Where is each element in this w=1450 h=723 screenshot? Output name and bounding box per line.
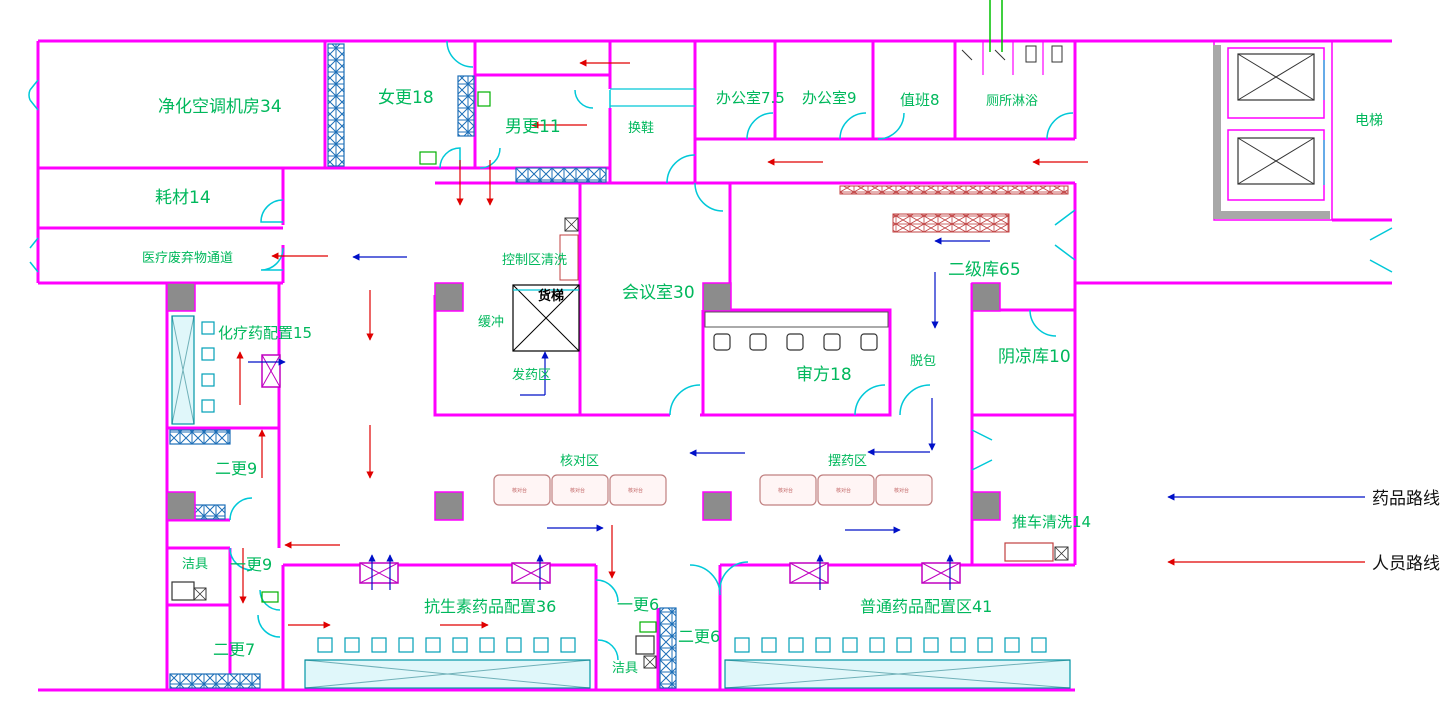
label-drug-placement-area: 摆药区: [828, 454, 867, 469]
label-toilet-shower: 厕所淋浴: [986, 94, 1038, 109]
legend: 药品路线 人员路线: [1167, 489, 1440, 574]
label-female-change: 女更18: [378, 88, 434, 108]
drug-route-arrows: [248, 237, 990, 590]
doors: [28, 40, 1393, 661]
table-tag: 核对台: [512, 487, 527, 494]
label-first-change-6: 一更6: [617, 595, 659, 614]
personnel-route-arrows: [236, 59, 1088, 629]
fixtures: [171, 0, 1069, 669]
label-cool-storage: 阴凉库10: [998, 347, 1071, 367]
elevator-shaft: [1213, 45, 1330, 219]
label-second-change-6: 二更6: [678, 627, 720, 646]
legend-personnel-route-label: 人员路线: [1372, 554, 1440, 574]
pass-box-marks: [261, 354, 961, 584]
label-freight-elevator: 货梯: [538, 288, 564, 304]
prep-benches: [171, 315, 1071, 689]
label-second-change-7: 二更7: [213, 640, 255, 659]
label-prescription-review: 审方18: [796, 365, 852, 385]
checking-tables: 核对台 核对台 核对台 核对台 核对台 核对台: [493, 474, 933, 506]
label-secondary-storage: 二级库65: [948, 260, 1021, 280]
table-tag: 核对台: [778, 487, 793, 494]
room-labels: 净化空调机房34 女更18 男更11 换鞋 办公室7.5 办公室9 值班8 厕所…: [142, 88, 1383, 676]
label-unpacking: 脱包: [910, 354, 936, 369]
label-cleaning-tools-mid: 洁具: [612, 661, 638, 676]
pillars: [166, 282, 1001, 521]
label-antibiotic-prep: 抗生素药品配置36: [424, 597, 556, 616]
table-tag: 核对台: [836, 487, 851, 494]
label-purification-ac-room: 净化空调机房34: [158, 97, 282, 117]
label-office-7-5: 办公室7.5: [716, 89, 785, 107]
label-medical-waste-passage: 医疗废弃物通道: [142, 250, 233, 266]
racks: [169, 43, 1069, 689]
review-counter: [704, 311, 889, 351]
label-second-change-9: 二更9: [215, 459, 257, 478]
label-elevator: 电梯: [1355, 113, 1383, 129]
counter-seats: [713, 333, 878, 351]
legend-drug-route-label: 药品路线: [1372, 489, 1440, 509]
table-tag: 核对台: [628, 487, 643, 494]
label-office-9: 办公室9: [802, 89, 857, 107]
label-shoe-change: 换鞋: [628, 120, 654, 136]
table-tag: 核对台: [570, 487, 585, 494]
pass-boxes: [261, 354, 961, 584]
label-consumables: 耗材14: [155, 188, 211, 208]
label-first-change-9: 一更9: [230, 555, 272, 574]
table-tag: 核对台: [894, 487, 909, 494]
label-male-change: 男更11: [505, 117, 561, 137]
hood-row-antibiotic: [317, 637, 576, 653]
label-general-drug-prep: 普通药品配置区41: [860, 597, 992, 616]
walls: [36, 39, 1392, 692]
hood-row-general: [734, 637, 1047, 653]
label-dispensing-area: 发药区: [512, 367, 551, 383]
label-meeting-room: 会议室30: [622, 283, 695, 303]
freight-elevator: [512, 217, 580, 352]
label-duty-room: 值班8: [900, 91, 940, 109]
label-cleaning-tools-left: 洁具: [182, 557, 208, 572]
label-chemo-prep: 化疗药配置15: [218, 324, 312, 342]
label-buffer: 缓冲: [478, 315, 504, 330]
label-control-area-cleaning: 控制区清洗: [502, 253, 567, 268]
label-cart-cleaning: 推车清洗14: [1012, 513, 1091, 531]
label-checking-area: 核对区: [560, 454, 599, 469]
